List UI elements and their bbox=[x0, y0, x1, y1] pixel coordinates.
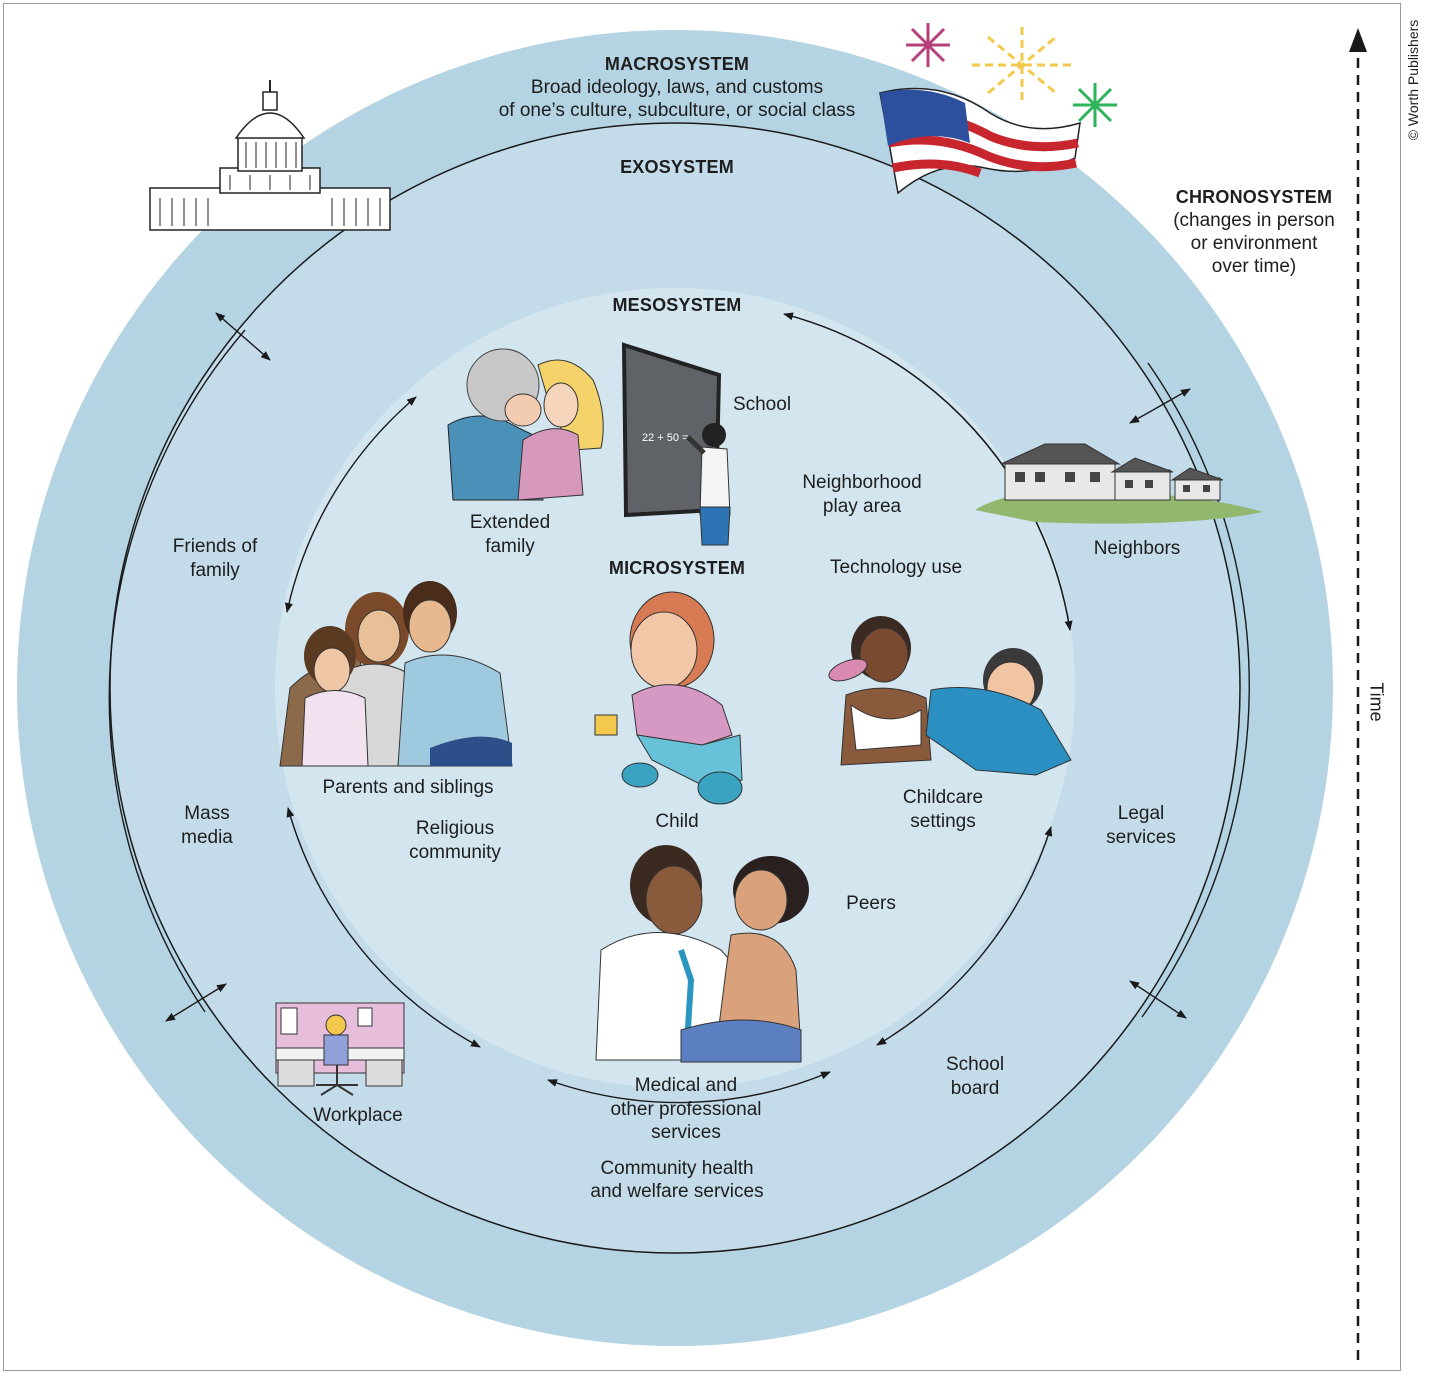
chronosystem-line2: or environment bbox=[1190, 233, 1318, 254]
grandmother-girl-icon bbox=[447, 348, 604, 501]
macrosystem-description-line1: Broad ideology, laws, and customs bbox=[530, 77, 824, 98]
exosystem-arcs bbox=[108, 329, 1250, 1018]
label-legal-1: Legal bbox=[1117, 803, 1165, 824]
family-icon bbox=[279, 581, 513, 767]
label-medical-2: other professional bbox=[610, 1099, 762, 1120]
label-religious-2: community bbox=[409, 842, 501, 863]
label-parents-siblings: Parents and siblings bbox=[322, 777, 494, 798]
chronosystem-title: CHRONOSYSTEM bbox=[1175, 187, 1333, 207]
label-friends-2: family bbox=[190, 560, 240, 581]
label-mass-media-1: Mass bbox=[184, 803, 230, 824]
time-axis bbox=[1349, 28, 1367, 1360]
label-mass-media-2: media bbox=[181, 827, 233, 848]
label-workplace: Workplace bbox=[313, 1105, 403, 1126]
mesosystem-arrows bbox=[284, 312, 1073, 1104]
label-extended-family-1: Extended bbox=[469, 512, 551, 533]
label-legal-2: services bbox=[1106, 827, 1176, 848]
label-medical-3: services bbox=[651, 1122, 721, 1143]
chronosystem-line3: over time) bbox=[1211, 256, 1297, 277]
label-neighbors: Neighbors bbox=[1093, 538, 1181, 559]
mesosystem-title: MESOSYSTEM bbox=[612, 295, 742, 315]
label-school-board-2: board bbox=[950, 1078, 1000, 1099]
toddler-icon bbox=[594, 591, 743, 805]
label-technology-use: Technology use bbox=[829, 557, 963, 578]
capitol-building-icon bbox=[149, 80, 391, 231]
time-axis-label: Time bbox=[1366, 682, 1387, 722]
label-school: School bbox=[732, 394, 792, 415]
flag-icon bbox=[879, 87, 1081, 195]
label-medical-1: Medical and bbox=[634, 1075, 738, 1096]
microsystem-title: MICROSYSTEM bbox=[608, 558, 746, 578]
svg-text:22 + 50 =: 22 + 50 = bbox=[642, 432, 689, 444]
label-friends-1: Friends of bbox=[172, 536, 258, 557]
babies-icon bbox=[828, 616, 1072, 776]
exosystem-title: EXOSYSTEM bbox=[620, 157, 734, 177]
label-childcare-1: Childcare bbox=[902, 787, 984, 808]
label-school-board-1: School bbox=[945, 1054, 1005, 1075]
macrosystem-description-line2: of one’s culture, subculture, or social … bbox=[498, 100, 856, 121]
figure-frame bbox=[3, 3, 1401, 1371]
chalkboard-student-icon: 22 + 50 = bbox=[621, 342, 731, 546]
label-extended-family-2: family bbox=[485, 536, 535, 557]
label-peers: Peers bbox=[846, 893, 896, 914]
office-cubicle-icon bbox=[275, 1002, 405, 1096]
cross-ring-arrows bbox=[165, 312, 1191, 1022]
houses-icon bbox=[975, 443, 1263, 524]
copyright-credit: © Worth Publishers bbox=[1405, 19, 1421, 141]
label-community-health-2: and welfare services bbox=[590, 1181, 764, 1202]
label-childcare-2: settings bbox=[910, 811, 976, 832]
doctor-patient-icon bbox=[595, 845, 809, 1063]
label-neighborhood-2: play area bbox=[822, 496, 902, 517]
label-community-health-1: Community health bbox=[600, 1158, 754, 1179]
macrosystem-title: MACROSYSTEM bbox=[604, 54, 750, 74]
label-neighborhood-1: Neighborhood bbox=[802, 472, 922, 493]
label-child: Child bbox=[655, 811, 699, 832]
label-religious-1: Religious bbox=[415, 818, 495, 839]
chronosystem-line1: (changes in person bbox=[1173, 210, 1335, 231]
fireworks-icon bbox=[906, 23, 1117, 127]
